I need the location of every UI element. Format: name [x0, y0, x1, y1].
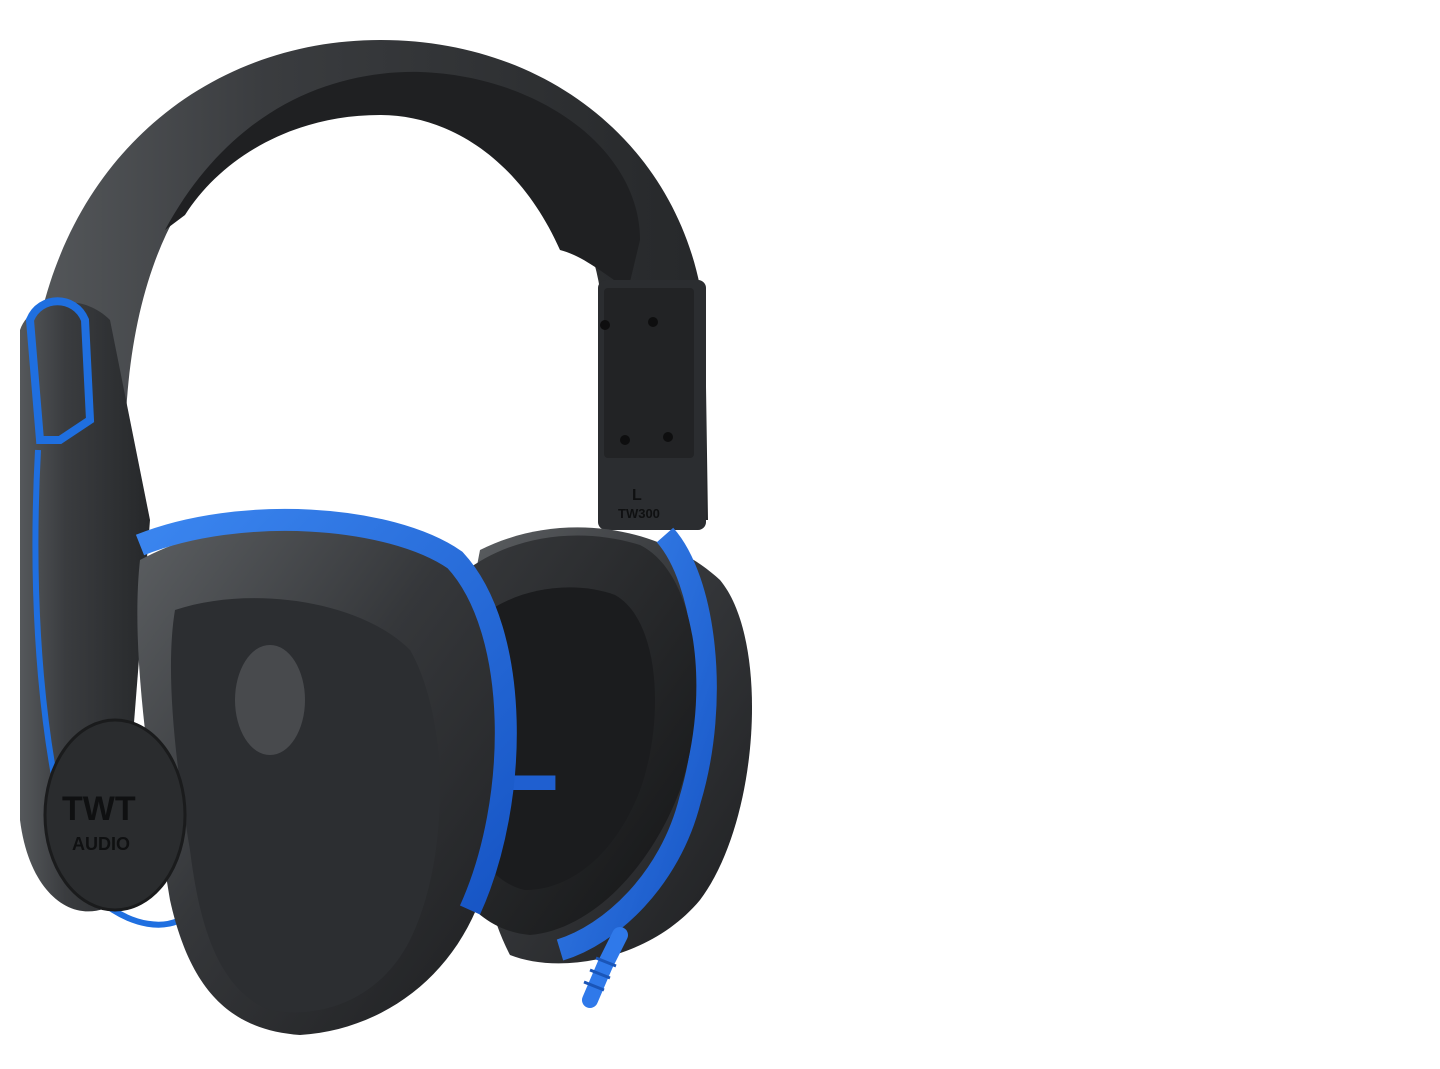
front-ear-cup-highlight [235, 645, 305, 755]
rear-ear-cup-blue-ring [556, 527, 717, 961]
headband-padding [165, 71, 640, 290]
front-ear-cup-blue-ring [135, 508, 517, 915]
model-text: TW300 [618, 506, 660, 521]
slider-screws [600, 317, 673, 445]
logo-disc [43, 718, 187, 912]
cable-ridges [583, 956, 617, 992]
logo-line1-text: TWT [62, 790, 136, 828]
logo-line2-text: AUDIO [72, 834, 130, 854]
side-arm-blue-inlay [25, 297, 95, 444]
front-ear-cup-shell [170, 598, 440, 1013]
slider-arm-inner [604, 288, 694, 458]
cable [582, 927, 628, 1008]
headband-outer [28, 40, 709, 560]
side-marker-text: L [632, 487, 642, 504]
